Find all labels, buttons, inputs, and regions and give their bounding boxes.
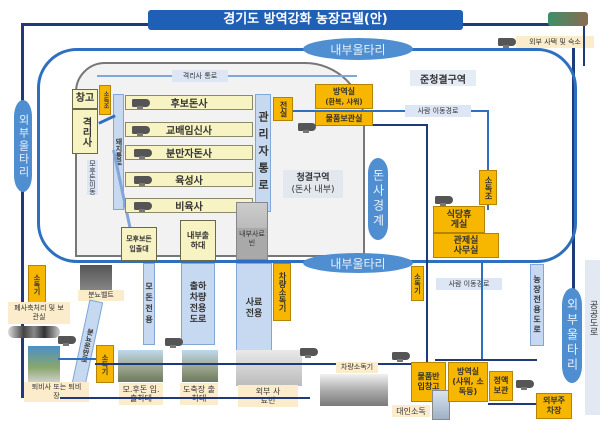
sow-gilt-dock-label: 모.후돈 입.출하대 [119, 383, 163, 405]
cctv-icon [392, 352, 410, 362]
sow-gilt-dock-photo [118, 350, 163, 382]
vehicle-disinfector-photo [320, 374, 388, 406]
compost-line [58, 358, 98, 360]
inner-fence-label-bottom: 내부울타리 [303, 253, 413, 273]
person-disinfection-machine [432, 390, 450, 420]
goods-storage: 물품보관실 [315, 111, 373, 126]
bottom-route-lower [60, 397, 310, 399]
cctv-icon [300, 348, 318, 358]
disinfector-mid: 소독기 [411, 266, 424, 301]
cctv-icon [134, 176, 152, 186]
external-feed-bin-photo [236, 350, 302, 386]
public-road-label: 공공도로 [587, 300, 598, 336]
front-room: 전실 [273, 97, 293, 121]
sow-only-road: 모돈전용 [143, 263, 155, 345]
internal-shipping: 내부출하대 [180, 220, 216, 261]
page-title: 경기도 방역강화 농장모델(안) [148, 10, 463, 30]
farm-road-connector [435, 359, 537, 361]
compost-photo [28, 346, 60, 382]
internal-feed-bin-label: 내부사료빈 [239, 230, 265, 247]
cctv-icon [132, 99, 150, 109]
outer-fence-left [21, 23, 24, 398]
feed-only-road: 사료전용 [236, 263, 272, 355]
inner-fence-label-top: 내부울타리 [303, 38, 413, 60]
farm-road: 농장전용도로 [530, 264, 544, 346]
barn-3: 육성사 [125, 172, 253, 187]
cctv-icon [132, 126, 150, 136]
outer-fence-right [572, 40, 575, 365]
sow-move-label: 모후돈이동 [86, 160, 98, 195]
disinfect-tank-left: 소독조 [99, 85, 111, 115]
people-route-line [293, 110, 488, 112]
people-route-vertical [487, 110, 489, 210]
internal-feed-bin [236, 202, 268, 260]
carcass-storage-label: 폐사축처리 및 보관실 [8, 302, 70, 324]
tablet-storage: 정액보관 [489, 371, 513, 401]
carcass-storage-tanks [8, 326, 60, 338]
barn-2: 분만자돈사 [125, 145, 253, 160]
house-icon [548, 12, 588, 26]
public-road-strip [585, 260, 600, 415]
quarantine-path-label: 격리사 통로 [172, 70, 228, 82]
external-parking: 외부주차장 [536, 393, 572, 419]
housing-line [583, 26, 585, 66]
external-feed-bin-label: 외부 사료빈 [238, 385, 298, 407]
parking-line [488, 403, 536, 405]
cctv-icon [134, 202, 152, 212]
control-office: 관제실사무실 [433, 233, 499, 258]
barn-1: 교배임신사 [125, 122, 253, 137]
vehicle-disinfector-label: 차량소독기 [336, 362, 378, 373]
goods-route [373, 124, 427, 126]
canteen: 식당휴게실 [433, 206, 485, 233]
people-route-label-top: 사람 이동경로 [405, 105, 471, 117]
compost-label: 퇴비사 또는 퇴비장 [24, 382, 89, 402]
storage-box: 창고 [72, 89, 98, 109]
people-route-bottom-line [481, 262, 483, 360]
bottom-route-line [95, 363, 440, 365]
cctv-icon [165, 338, 183, 348]
disinfect-tank-right: 소독조 [479, 170, 497, 205]
clean-zone-label: 청결구역 (돈사 내부) [283, 170, 343, 198]
quarantine-room: 방역실 (환복, 샤워) [315, 84, 373, 109]
external-housing-label: 외부 사택 및 숙소 [516, 36, 594, 48]
manure-belt-label: 분뇨벨트 [78, 290, 124, 301]
shipping-vehicle-road: 출하차량전용도로 [181, 263, 215, 345]
pig-boundary-label: 돈사경계 [368, 158, 388, 240]
slaughter-dock-label: 도축장 출하대 [180, 383, 218, 405]
barn-0: 후보돈사 [125, 95, 253, 110]
outer-fence-label-right: 외부울타리 [562, 288, 582, 383]
cctv-icon [435, 196, 453, 206]
quarantine-room-2: 방역실 (샤워, 소독등) [448, 362, 488, 402]
cctv-icon [498, 38, 516, 48]
quarantine-barn: 격리사 [72, 109, 98, 154]
people-route-label-bottom: 사람 이동경로 [436, 278, 502, 290]
vehicle-disinfector-vertical: 차량소독기 [273, 263, 291, 321]
disinfector-left-top: 소독기 [28, 265, 46, 303]
semi-clean-zone-label: 준청결구역 [410, 70, 476, 86]
manager-path: 관리자통로 [255, 94, 271, 212]
cctv-icon [298, 123, 316, 133]
goods-route-vertical [426, 124, 428, 364]
person-disinfection-label: 대인소독 [392, 405, 430, 417]
slaughter-dock-photo [182, 350, 218, 382]
cctv-icon [58, 336, 76, 346]
cctv-icon [134, 149, 152, 159]
cctv-icon [516, 380, 534, 390]
outer-fence-label-left: 외부울타리 [14, 100, 32, 192]
sow-gilt-shipping: 모후보돈입출대 [121, 227, 157, 261]
